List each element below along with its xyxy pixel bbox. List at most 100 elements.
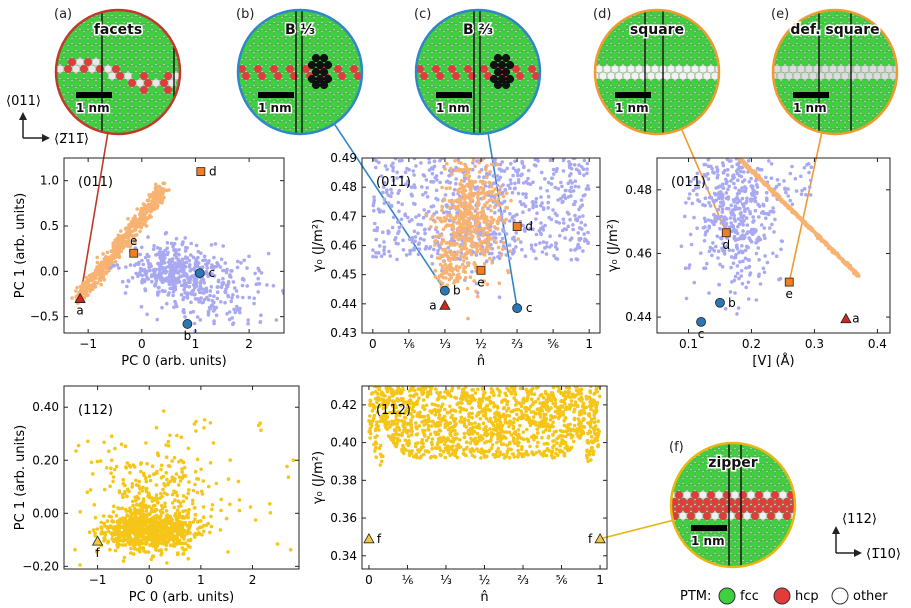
- data-point: [183, 547, 188, 552]
- data-point: [499, 169, 504, 173]
- data-point: [529, 397, 534, 402]
- data-point: [188, 545, 192, 549]
- data-point: [444, 241, 449, 245]
- data-point: [464, 256, 469, 261]
- data-point: [457, 217, 461, 222]
- data-point: [118, 517, 122, 521]
- data-point: [271, 284, 276, 288]
- data-point: [197, 519, 201, 524]
- data-point: [403, 213, 408, 218]
- data-point: [180, 546, 185, 550]
- highlight-label-c: c: [208, 266, 215, 280]
- data-point: [144, 535, 148, 540]
- data-point: [128, 542, 132, 547]
- data-point: [589, 407, 593, 412]
- data-point: [175, 542, 180, 546]
- data-point: [455, 253, 459, 257]
- data-point: [102, 440, 106, 445]
- data-point: [742, 214, 746, 218]
- data-point: [374, 165, 378, 170]
- data-point: [514, 168, 518, 173]
- data-point: [485, 259, 489, 264]
- data-point: [371, 248, 375, 252]
- data-point: [706, 177, 711, 181]
- data-point: [193, 512, 198, 517]
- data-point: [548, 245, 552, 249]
- x-tick-label: −1: [89, 573, 107, 587]
- data-point: [108, 484, 112, 489]
- data-point: [522, 165, 526, 170]
- data-point: [506, 183, 511, 188]
- data-point: [511, 173, 515, 178]
- data-point: [442, 198, 447, 202]
- data-point: [501, 247, 505, 252]
- data-point: [247, 254, 251, 259]
- direction-arrowhead-horizontal: [42, 134, 50, 142]
- data-point: [804, 193, 808, 197]
- data-point: [480, 227, 484, 231]
- data-point: [747, 180, 752, 184]
- data-point: [99, 520, 104, 525]
- data-point: [399, 224, 404, 228]
- data-point: [212, 274, 217, 278]
- data-point: [191, 309, 196, 314]
- data-point: [497, 256, 502, 261]
- data-point: [150, 199, 155, 204]
- data-point: [493, 210, 497, 215]
- data-points: [679, 151, 861, 316]
- data-point: [754, 251, 759, 256]
- data-point: [752, 227, 756, 232]
- data-point: [507, 243, 512, 247]
- data-point: [569, 185, 574, 190]
- data-point: [130, 522, 135, 527]
- data-point: [234, 289, 239, 293]
- data-point: [543, 177, 547, 181]
- data-point: [143, 223, 147, 227]
- data-point: [142, 519, 147, 524]
- inset-border: [414, 8, 542, 136]
- data-point: [88, 488, 93, 492]
- data-point: [212, 294, 216, 299]
- data-point: [177, 248, 181, 252]
- data-point: [190, 289, 195, 293]
- y-tick-label: 0.45: [330, 268, 357, 282]
- surface-annotation: (011): [78, 175, 113, 190]
- data-point: [78, 510, 82, 514]
- data-point: [581, 249, 585, 253]
- data-point: [501, 228, 505, 233]
- data-point: [411, 169, 416, 173]
- data-point: [235, 294, 240, 299]
- data-point: [470, 215, 474, 219]
- data-point: [448, 213, 453, 218]
- data-point: [181, 494, 186, 498]
- data-point: [396, 191, 401, 195]
- data-point: [144, 489, 149, 494]
- data-point: [715, 234, 720, 239]
- data-point: [457, 140, 461, 144]
- data-point: [138, 538, 142, 543]
- data-point: [172, 541, 176, 546]
- data-point: [463, 152, 467, 156]
- data-point: [379, 174, 384, 178]
- data-point: [471, 158, 476, 162]
- data-point: [695, 171, 700, 176]
- data-point: [592, 420, 597, 425]
- data-point: [80, 291, 84, 296]
- highlight-marker-e: [784, 277, 794, 287]
- data-point: [201, 515, 206, 519]
- data-point: [232, 307, 236, 312]
- data-point: [773, 217, 777, 222]
- data-point: [165, 561, 169, 565]
- data-point: [489, 215, 494, 220]
- data-point: [497, 215, 502, 220]
- data-point: [449, 232, 454, 237]
- data-point: [150, 279, 154, 284]
- data-point: [159, 264, 163, 269]
- data-point: [572, 423, 577, 428]
- data-point: [286, 475, 291, 480]
- data-point: [470, 154, 474, 158]
- data-point: [443, 455, 448, 460]
- data-point: [743, 151, 747, 155]
- data-point: [721, 203, 725, 208]
